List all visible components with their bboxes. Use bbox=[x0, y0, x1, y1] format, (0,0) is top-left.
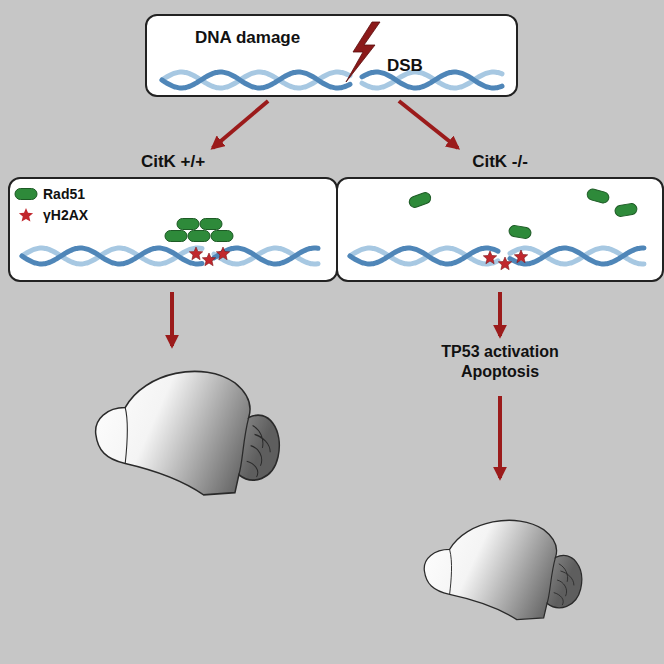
gh2ax-mark bbox=[483, 251, 496, 264]
box-fill bbox=[146, 15, 517, 96]
box-fill bbox=[9, 178, 337, 281]
rad51-protein bbox=[177, 219, 199, 230]
gh2ax-mark bbox=[514, 250, 527, 263]
down-arrow bbox=[170, 292, 174, 346]
rad51-protein bbox=[508, 225, 532, 240]
lightning-bolt bbox=[346, 22, 380, 82]
legend-star bbox=[19, 208, 33, 222]
protein-marks bbox=[165, 188, 638, 270]
dna-strand bbox=[22, 248, 318, 264]
break-label: DSB bbox=[387, 56, 423, 76]
gh2ax-mark bbox=[189, 247, 202, 260]
gh2ax-mark bbox=[202, 253, 215, 266]
brain-normal bbox=[96, 371, 280, 495]
rad51-protein bbox=[408, 191, 432, 209]
rad51-protein bbox=[211, 231, 233, 242]
dna-strand bbox=[162, 72, 502, 88]
flow-arrow bbox=[399, 101, 458, 148]
dna-strand bbox=[350, 248, 644, 264]
legend-item: γH2AX bbox=[14, 207, 88, 223]
legend-swatch bbox=[14, 186, 38, 202]
gh2ax-mark bbox=[216, 247, 229, 260]
dna-strand bbox=[22, 248, 318, 264]
box-fill bbox=[337, 178, 663, 281]
brain-small bbox=[424, 520, 581, 619]
dna-strand bbox=[162, 72, 502, 88]
panel-heading: CitK +/+ bbox=[10, 152, 336, 172]
rad51-protein bbox=[165, 231, 187, 242]
rad51-protein bbox=[188, 231, 210, 242]
box-fills bbox=[9, 15, 663, 281]
rad51-protein bbox=[200, 219, 222, 230]
dna-strand bbox=[350, 248, 644, 264]
legend-swatch bbox=[14, 207, 38, 223]
gh2ax-mark bbox=[498, 257, 511, 270]
legend-text: Rad51 bbox=[43, 186, 85, 202]
outcome-label: TP53 activation Apoptosis bbox=[430, 342, 570, 382]
legend-item: Rad51 bbox=[14, 186, 85, 202]
flow-arrow bbox=[213, 101, 268, 148]
down-arrow bbox=[498, 396, 502, 478]
knockout-panel: CitK -/- bbox=[336, 177, 664, 282]
rad51-protein bbox=[614, 203, 638, 218]
rad51-protein bbox=[586, 188, 610, 204]
panel-heading: CitK -/- bbox=[338, 152, 662, 172]
legend-pill bbox=[15, 189, 37, 200]
down-arrow bbox=[498, 292, 502, 336]
event-label: DNA damage bbox=[195, 28, 300, 48]
dna-helices bbox=[22, 72, 644, 264]
legend-text: γH2AX bbox=[43, 207, 88, 223]
damage-box: DNA damageDSB bbox=[145, 14, 518, 97]
